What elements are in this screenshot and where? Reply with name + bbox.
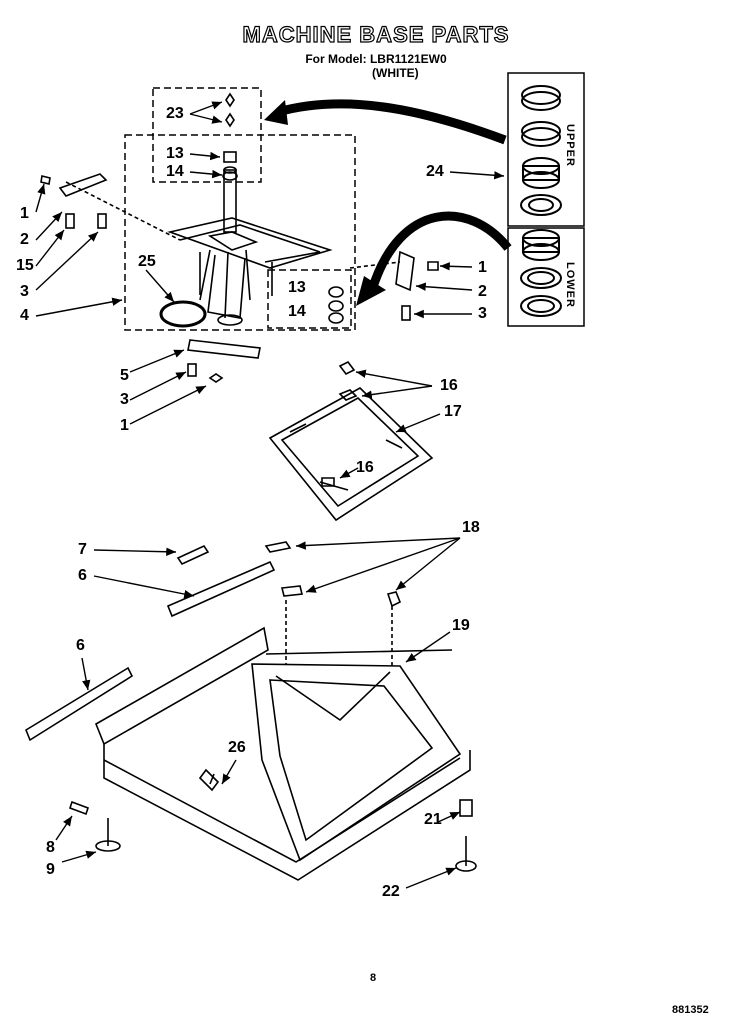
upper-bearing-kit — [520, 85, 562, 216]
leveling-legs — [68, 799, 477, 872]
callout-14-lower: 14 — [288, 303, 306, 320]
callout-9: 9 — [46, 861, 55, 878]
callout-8: 8 — [46, 839, 55, 856]
box-bearings-lower — [267, 269, 352, 329]
callout-13: 13 — [166, 145, 184, 162]
left-clamp-hardware — [40, 173, 181, 241]
callout-26: 26 — [228, 739, 246, 756]
callout-7: 7 — [78, 541, 87, 558]
callout-21: 21 — [424, 811, 442, 828]
box-upper-kit — [507, 72, 585, 227]
callout-3-lower: 3 — [120, 391, 129, 408]
callout-25: 25 — [138, 253, 156, 270]
document-number: 881352 — [672, 1004, 709, 1016]
callout-23: 23 — [166, 105, 184, 122]
upper-kit-label: UPPER — [564, 124, 576, 167]
tub-support-plate — [268, 360, 434, 522]
callout-6-upper: 6 — [78, 567, 87, 584]
callout-3-right: 3 — [478, 305, 487, 322]
callout-2-left: 2 — [20, 231, 29, 248]
right-clamp-hardware — [349, 250, 439, 321]
page-number: 8 — [370, 972, 377, 984]
transmission-support — [167, 166, 333, 326]
box-lower-kit — [507, 227, 585, 327]
bearings-lower — [328, 286, 344, 324]
callout-6-lower: 6 — [76, 637, 85, 654]
bearings-top — [222, 92, 238, 181]
callout-3-left: 3 — [20, 283, 29, 300]
callout-22: 22 — [382, 883, 400, 900]
callout-15: 15 — [16, 257, 34, 274]
page-title: MACHINE BASE PARTS — [242, 21, 510, 47]
callout-1-right: 1 — [478, 259, 487, 276]
callout-2-right: 2 — [478, 283, 487, 300]
solid-group-boxes — [507, 72, 585, 327]
lower-clamp-hardware — [187, 339, 261, 383]
leader-lines — [35, 101, 505, 889]
color-line: (WHITE) — [372, 66, 419, 80]
callout-17: 17 — [444, 403, 462, 420]
callout-13-lower: 13 — [288, 279, 306, 296]
lower-kit-arrow — [367, 211, 512, 292]
corner-clips — [264, 541, 402, 666]
callout-24: 24 — [426, 163, 444, 180]
box-transmission-support — [124, 134, 356, 331]
callout-16-top: 16 — [440, 377, 458, 394]
callout-5: 5 — [120, 367, 129, 384]
callout-1-lower: 1 — [120, 417, 129, 434]
callout-18: 18 — [462, 519, 480, 536]
callout-4: 4 — [20, 307, 29, 324]
callout-16-bottom: 16 — [356, 459, 374, 476]
bellows-ring — [159, 300, 207, 328]
side-braces — [25, 544, 276, 742]
callout-14: 14 — [166, 163, 184, 180]
upper-kit-arrow — [276, 99, 507, 145]
callout-1-left: 1 — [20, 205, 29, 222]
machine-base-frame — [94, 626, 471, 881]
model-line: For Model: LBR1121EW0 — [305, 52, 447, 66]
lower-bearing-kit — [520, 229, 562, 317]
dashed-group-boxes — [124, 87, 356, 331]
lower-kit-label: LOWER — [564, 262, 576, 308]
callout-19: 19 — [452, 617, 470, 634]
